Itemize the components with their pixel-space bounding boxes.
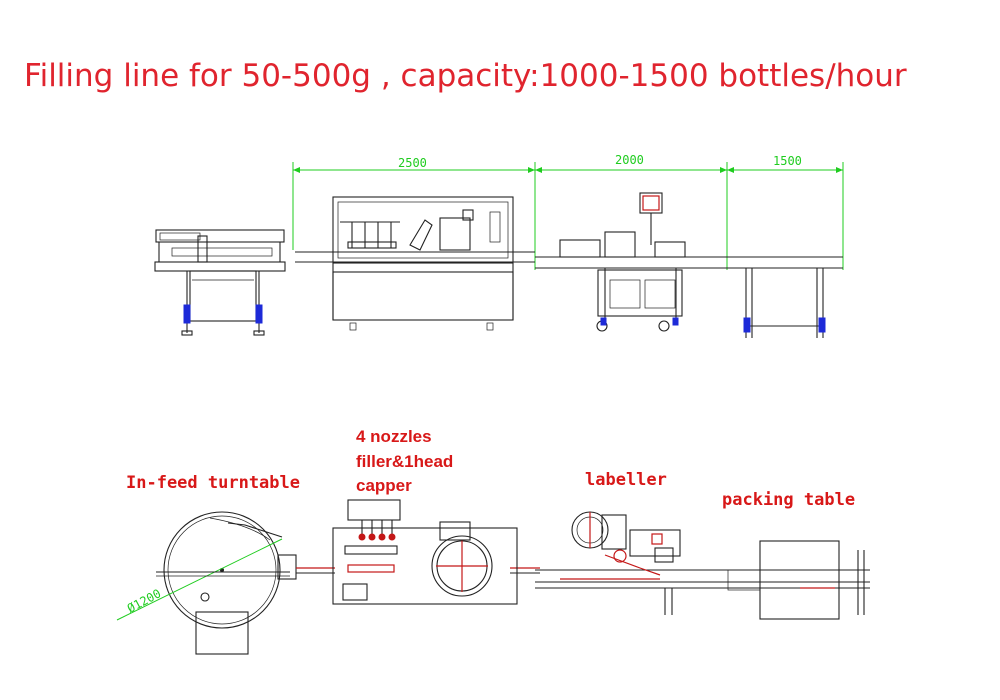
turntable-plan bbox=[116, 511, 297, 655]
labeller-elevation bbox=[559, 192, 686, 332]
dimension-2500: 2500 bbox=[398, 156, 427, 170]
conveyor-rail bbox=[295, 251, 843, 269]
packing-table-plan bbox=[727, 540, 865, 620]
label-labeller: labeller bbox=[585, 470, 667, 490]
diagram-title: Filling line for 50-500g , capacity:1000… bbox=[24, 58, 907, 94]
label-filler-line3: capper bbox=[356, 476, 412, 495]
dimension-1500: 1500 bbox=[773, 154, 802, 168]
labeller-plan bbox=[571, 511, 681, 615]
filler-capper-plan bbox=[332, 499, 518, 605]
label-filler-line1: 4 nozzles bbox=[356, 427, 432, 446]
label-turntable: In-feed turntable bbox=[126, 473, 300, 493]
label-filler-line2: filler&1head bbox=[356, 452, 453, 471]
plan-conveyor bbox=[296, 567, 870, 589]
filler-capper-elevation bbox=[332, 196, 514, 331]
label-packing-table: packing table bbox=[722, 490, 855, 510]
packing-table-elevation bbox=[743, 268, 826, 338]
turntable-diameter: Ø1200 bbox=[125, 586, 163, 615]
turntable-elevation bbox=[154, 229, 286, 336]
dimension-lines bbox=[292, 162, 844, 270]
dimension-2000: 2000 bbox=[615, 153, 644, 167]
